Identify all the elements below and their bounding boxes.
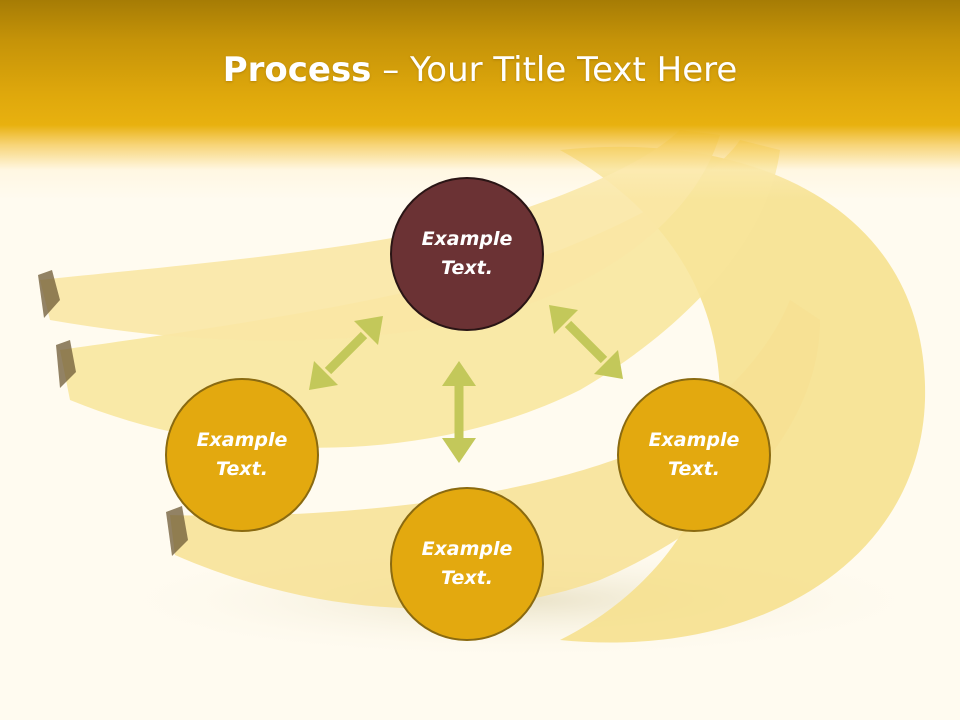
process-node-top-label: Example Text. bbox=[421, 228, 513, 279]
process-node-right-label: Example Text. bbox=[648, 429, 740, 480]
process-node-right: Example Text. bbox=[617, 378, 771, 532]
title-rest-text: – Your Title Text Here bbox=[371, 50, 738, 90]
process-node-top: Example Text. bbox=[390, 177, 544, 331]
process-node-left-label: Example Text. bbox=[196, 429, 288, 480]
process-node-bottom: Example Text. bbox=[390, 487, 544, 641]
title-bold-text: Process bbox=[222, 50, 372, 90]
slide-title: Process – Your Title Text Here bbox=[0, 50, 960, 90]
arrow-vertical bbox=[442, 361, 476, 463]
arrow-top-left bbox=[309, 316, 383, 390]
arrow-top-right bbox=[549, 305, 623, 379]
process-node-left: Example Text. bbox=[165, 378, 319, 532]
header-band bbox=[0, 0, 960, 200]
process-node-bottom-label: Example Text. bbox=[421, 538, 513, 589]
